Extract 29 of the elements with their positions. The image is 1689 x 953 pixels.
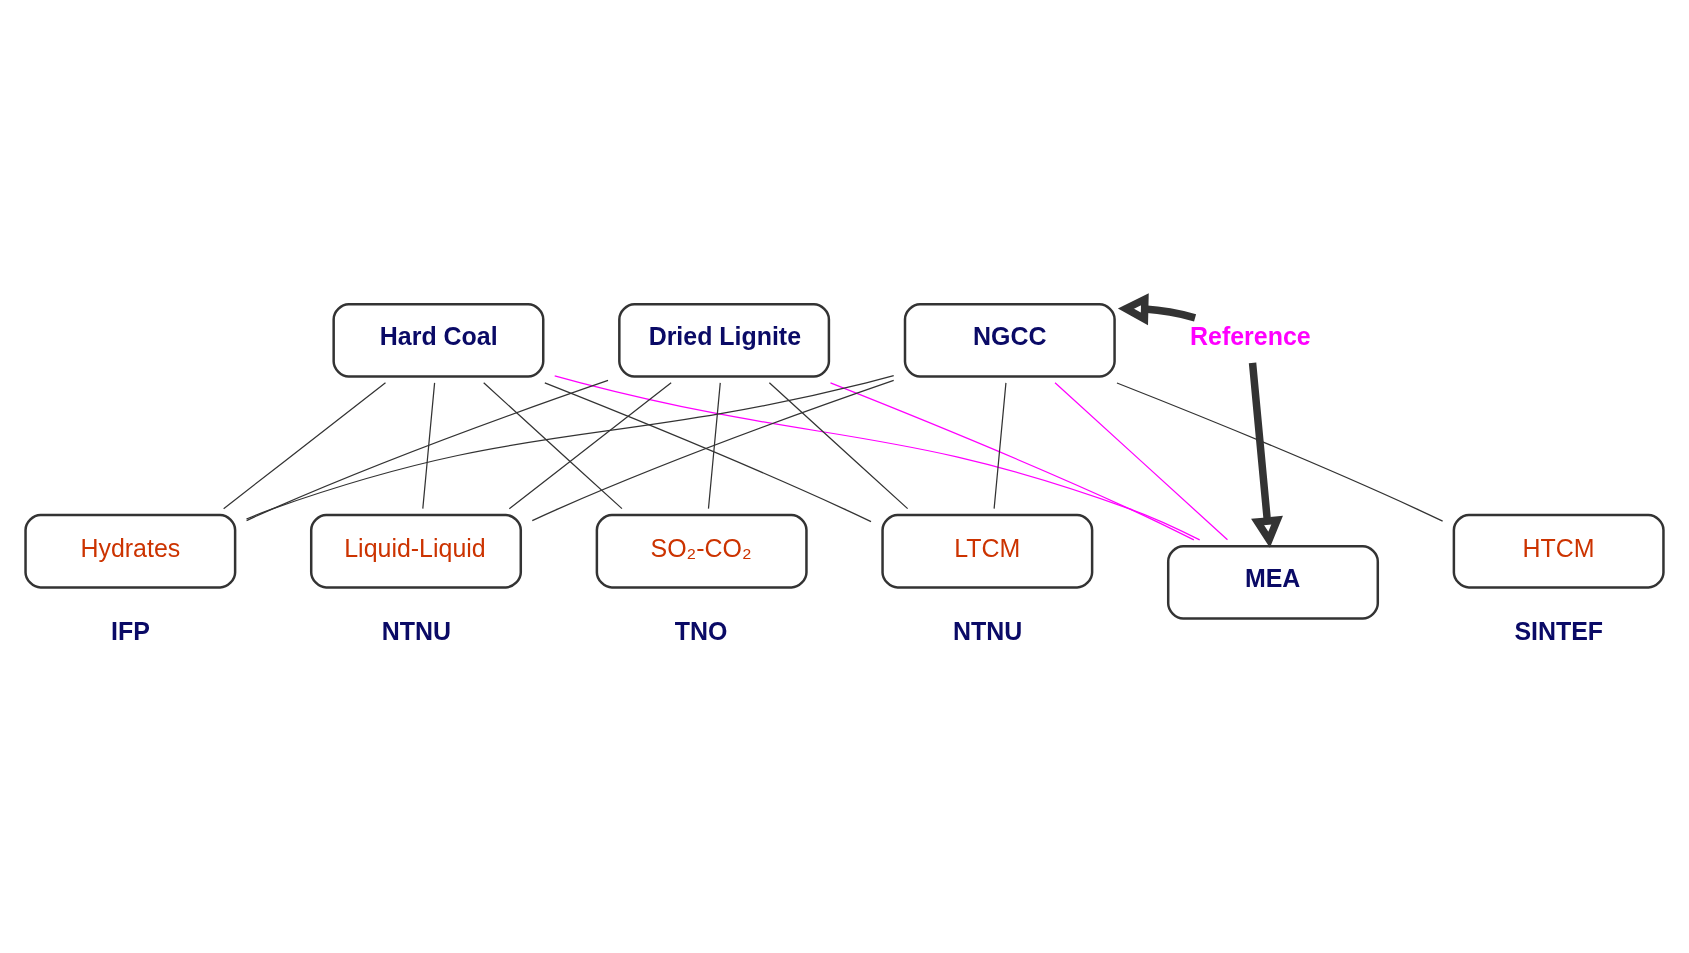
connector bbox=[223, 381, 387, 509]
node-label: NTNU bbox=[381, 616, 451, 645]
connector bbox=[1054, 381, 1229, 540]
node-box: Hard Coal bbox=[332, 302, 545, 378]
connector bbox=[1116, 381, 1444, 522]
node-box: MEA bbox=[1166, 544, 1380, 620]
node-label: TNO bbox=[674, 616, 728, 645]
node-label: SINTEF bbox=[1514, 616, 1604, 645]
node-box: Dried Lignite bbox=[618, 302, 831, 378]
connector bbox=[483, 381, 623, 509]
connector bbox=[768, 381, 909, 509]
node-label: NTNU bbox=[953, 616, 1023, 645]
connector bbox=[508, 381, 672, 509]
connector bbox=[554, 374, 1201, 541]
node-box: HTCM bbox=[1452, 513, 1665, 589]
node-label: IFP bbox=[110, 616, 150, 645]
connector bbox=[245, 374, 895, 520]
node-box: Liquid-Liquid bbox=[309, 513, 523, 589]
arrow bbox=[1117, 292, 1197, 325]
connector bbox=[829, 381, 1195, 541]
connector bbox=[707, 381, 721, 509]
connector bbox=[993, 381, 1007, 509]
node-box: NGCC bbox=[903, 302, 1116, 378]
node-box: Hydrates bbox=[24, 513, 237, 589]
connector bbox=[246, 379, 609, 521]
node-box: LTCM bbox=[881, 513, 1094, 589]
node-text: Reference bbox=[1190, 321, 1311, 350]
node-box: SO₂-CO₂ bbox=[595, 513, 808, 589]
connector bbox=[422, 381, 436, 509]
